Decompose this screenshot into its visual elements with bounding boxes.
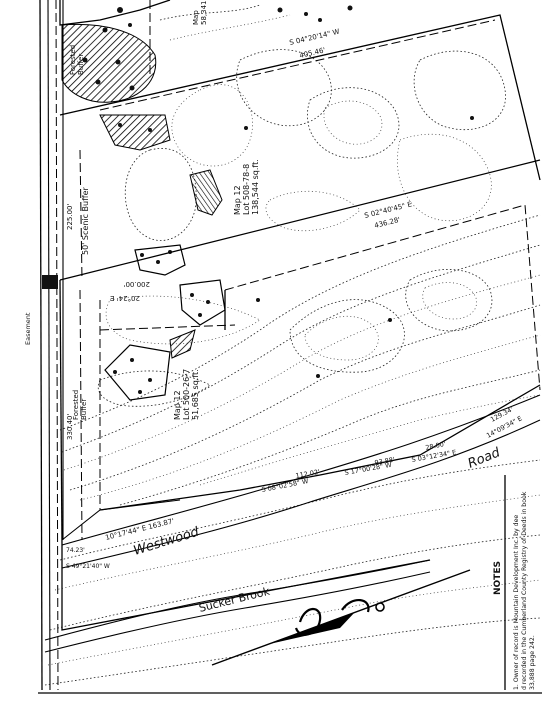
- lot-label-lower: Map 12 Lot 500-26-7 51,685 sq.ft.: [173, 366, 200, 420]
- tree-cluster-1: [134, 244, 186, 276]
- notes-heading: NOTES: [493, 561, 503, 595]
- distance-road-b: 93.88': [374, 456, 396, 467]
- notes-block: NOTES 1. Owner of record is Mountain Dev…: [493, 475, 536, 690]
- distance-mid: 436.28': [374, 216, 402, 230]
- hatched-area-2: [99, 114, 171, 151]
- bearing-corner: S 49°21'40" W: [66, 563, 110, 570]
- brook-boundary: [61, 545, 431, 631]
- property-boundary-lower: [59, 204, 541, 546]
- lot-label-upper: Map 12 Lot 508-78-8 138,544 sq.ft.: [233, 159, 260, 215]
- scenic-buffer-label: 50' Scenic Buffer: [81, 186, 90, 255]
- bearing-top: S 04°20'14" W: [289, 28, 341, 47]
- brook-label: Sucker Brook: [198, 585, 272, 615]
- map-label-top: Map 58,341: [192, 1, 208, 26]
- bearing-short: 20°24' E: [110, 294, 140, 302]
- notes-item-1: 1. Owner of record is Mountain Developme…: [513, 490, 536, 690]
- hatched-area-3: [189, 169, 223, 216]
- hatched-buffer-top: [61, 23, 157, 103]
- tree-cluster-3: [179, 279, 226, 326]
- bearing-mid: S 02°40'45" E: [364, 200, 413, 220]
- distance-left: 225.00': [66, 204, 74, 230]
- tree-cluster-2: [104, 344, 171, 401]
- easement-label: Easement: [24, 312, 32, 345]
- distance-corner: 74.23': [66, 547, 85, 554]
- property-boundary-upper: [59, 14, 541, 281]
- contour-lines: [44, 49, 541, 686]
- westwood-road: [61, 384, 541, 569]
- distance-road-a: 112.02': [295, 468, 321, 480]
- left-road-edge: [39, 0, 83, 691]
- hatched-area-4: [169, 329, 196, 359]
- bearing-road-4: S 03°12'34" E: [411, 448, 457, 464]
- bearing-road-2: S 08°02'58" W: [261, 477, 310, 494]
- north-arrow-icon: [211, 569, 471, 666]
- forested-buffer-left: Forested Buffer: [72, 388, 88, 420]
- sucker-brook: [44, 559, 431, 653]
- distance-short: 200.00': [124, 280, 150, 288]
- forested-buffer-top: Forested Buffer: [69, 43, 85, 75]
- distance-left-lower: 330.40': [66, 414, 74, 440]
